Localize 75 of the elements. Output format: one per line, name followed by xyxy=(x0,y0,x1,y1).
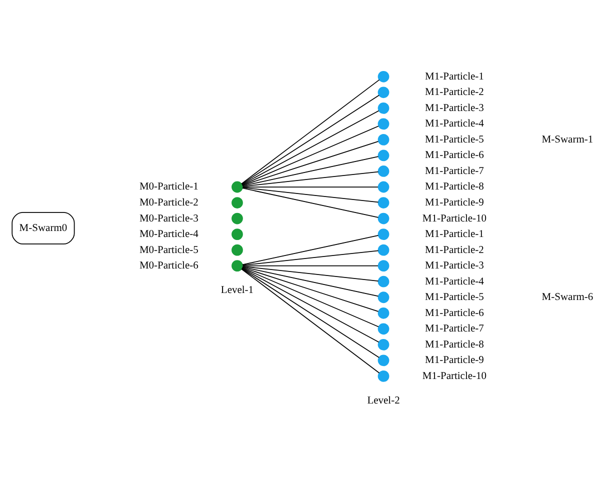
node-label: M1-Particle-5 xyxy=(425,134,484,146)
node-label: M0-Particle-6 xyxy=(139,260,198,272)
node-label: M1-Particle-1 xyxy=(425,229,484,240)
node-label: M0-Particle-5 xyxy=(139,244,198,256)
node-circle xyxy=(232,228,243,240)
node-label: M1-Particle-4 xyxy=(425,276,484,288)
node-circle xyxy=(378,181,390,193)
connector xyxy=(242,265,378,266)
node-label: M1-Particle-7 xyxy=(425,324,484,335)
connector xyxy=(242,110,380,185)
connector xyxy=(242,156,379,186)
node-label: M1-Particle-6 xyxy=(425,308,484,319)
label: M-Swarm-1 xyxy=(542,134,594,146)
connector xyxy=(242,187,379,203)
node-circle xyxy=(378,134,390,146)
node-circle xyxy=(232,244,243,256)
node-label: M1-Particle-9 xyxy=(425,197,484,208)
node-circle xyxy=(378,354,390,366)
node-circle xyxy=(232,181,243,193)
node-label: M1-Particle-10 xyxy=(422,370,487,382)
node-circle xyxy=(232,197,243,208)
node-circle xyxy=(378,307,390,319)
connector xyxy=(242,266,379,282)
node-circle xyxy=(378,370,390,382)
connector xyxy=(242,250,379,266)
node-circle xyxy=(378,212,390,224)
node-circle xyxy=(378,323,390,335)
node-circle xyxy=(378,276,390,288)
node-label: M1-Particle-1 xyxy=(425,71,484,82)
node-circle xyxy=(232,260,243,272)
node-circle xyxy=(378,197,390,208)
node-label: M1-Particle-4 xyxy=(425,118,484,130)
node-label: M0-Particle-1 xyxy=(139,182,198,193)
node-label: M1-Particle-3 xyxy=(425,102,484,114)
node-label: M1-Particle-10 xyxy=(422,213,487,224)
connector xyxy=(242,267,379,312)
node-circle xyxy=(378,166,390,177)
node-label: M1-Particle-2 xyxy=(425,87,484,98)
node-circle xyxy=(378,338,390,350)
node-circle xyxy=(378,118,390,130)
label: Level-2 xyxy=(367,395,400,406)
node-label: M1-Particle-5 xyxy=(425,292,484,304)
node-label: M1-Particle-7 xyxy=(425,166,484,177)
connector xyxy=(242,235,379,266)
node-circle xyxy=(378,102,390,114)
node-label: M1-Particle-8 xyxy=(425,182,484,193)
connector xyxy=(242,268,380,343)
node-circle xyxy=(378,86,390,98)
node-circle xyxy=(378,244,390,256)
connector xyxy=(242,140,379,186)
node-label: M1-Particle-6 xyxy=(425,150,484,162)
node-label: M1-Particle-3 xyxy=(425,260,484,272)
connector xyxy=(242,188,379,218)
node-circle xyxy=(378,70,390,82)
node-label: M0-Particle-4 xyxy=(139,229,198,240)
node-box: M-Swarm0 xyxy=(12,212,75,244)
label: M-Swarm-6 xyxy=(542,292,594,304)
node-label: M1-Particle-8 xyxy=(425,339,484,350)
connector xyxy=(242,186,378,188)
node-label: M1-Particle-9 xyxy=(425,355,484,366)
node-circle xyxy=(378,292,390,304)
node-label: M0-Particle-3 xyxy=(139,213,198,224)
node-circle xyxy=(378,260,390,272)
connector xyxy=(242,171,379,187)
label: Level-1 xyxy=(220,285,254,296)
node-label: M0-Particle-2 xyxy=(139,197,198,208)
connector xyxy=(242,266,379,297)
node-circle xyxy=(378,228,390,240)
connector xyxy=(241,268,380,374)
connector xyxy=(241,268,380,358)
node-circle xyxy=(378,150,390,162)
connector xyxy=(242,126,379,186)
node-circle xyxy=(232,212,243,224)
node-label: M1-Particle-2 xyxy=(425,244,484,256)
connector xyxy=(242,268,379,328)
